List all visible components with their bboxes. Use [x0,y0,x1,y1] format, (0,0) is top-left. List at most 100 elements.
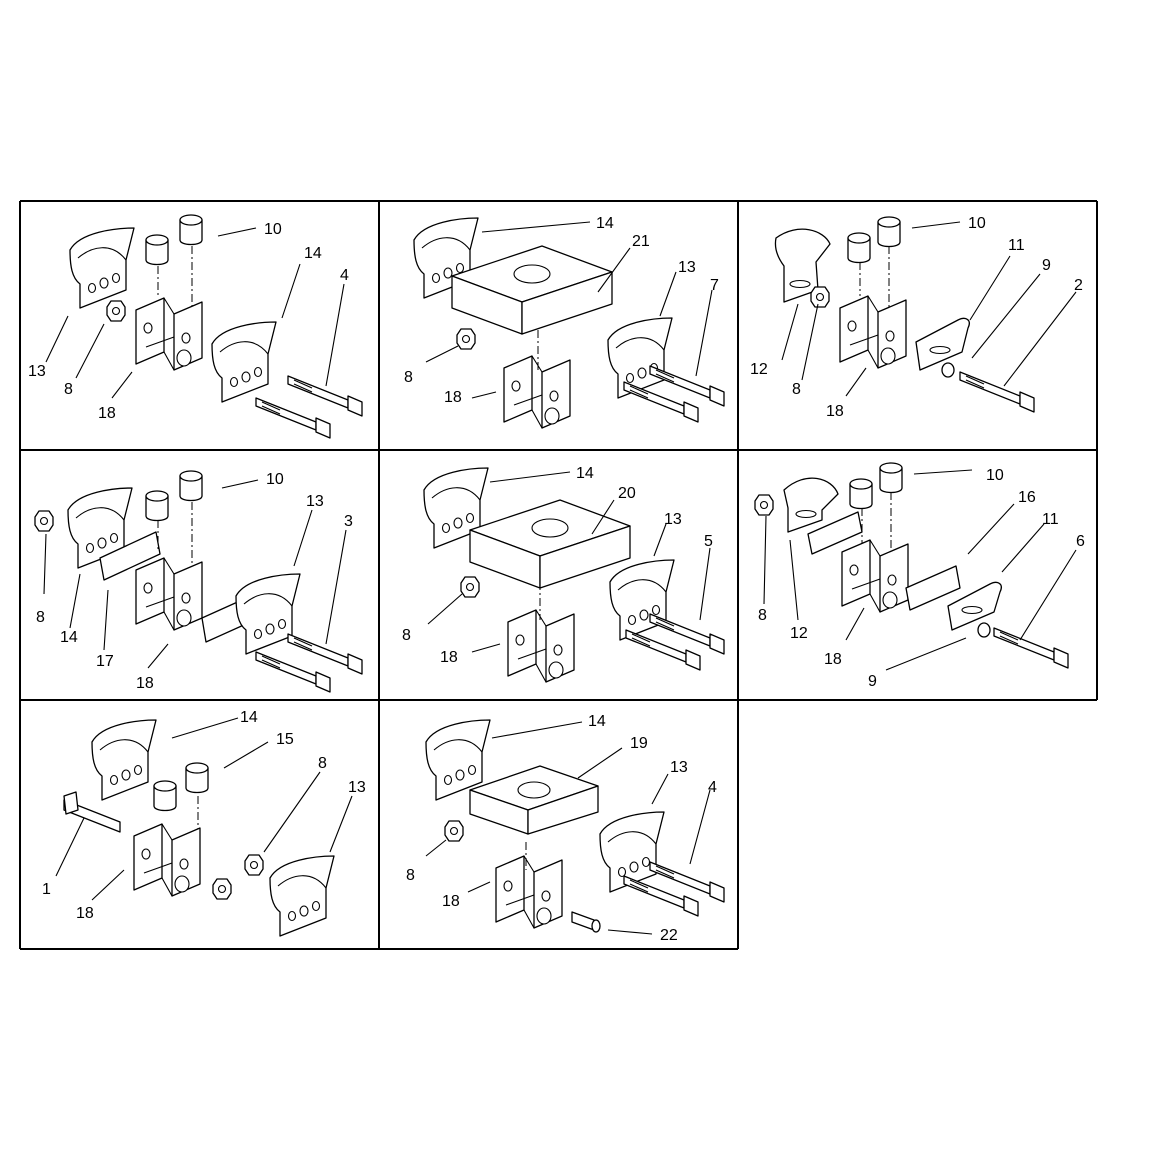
crossbar-part-21 [451,245,613,335]
pin-part-22 [571,911,595,931]
spacer-part [847,232,871,264]
callout-13: 13 [664,511,682,528]
clevis-part-18 [135,557,203,631]
callout-9: 9 [1042,257,1051,274]
panel-3: 10 11 9 2 12 8 18 [750,215,1083,420]
callout-8: 8 [402,627,411,644]
cradle-part-13 [269,855,335,937]
nut-part-8 [754,494,774,516]
callout-22: 22 [660,927,678,944]
callout-3: 3 [344,513,353,530]
callout-19: 19 [630,735,648,752]
nut-part-8 [244,854,264,876]
washer-part-9 [941,362,955,378]
callout-6: 6 [1076,533,1085,550]
panel-8: 14 19 13 4 8 18 22 [406,713,725,944]
callout-13: 13 [670,759,688,776]
clevis-part-18 [135,297,203,371]
quadrant-part-12 [783,477,839,533]
callout-14: 14 [304,245,322,262]
bolt-part [255,651,331,693]
callout-8: 8 [406,867,415,884]
panel-2: 14 21 13 7 8 18 [404,215,725,429]
callout-21: 21 [632,233,650,250]
nut-part-8 [810,286,830,308]
callout-14: 14 [576,465,594,482]
callout-12: 12 [750,361,768,378]
adjuster-part-11 [915,317,970,371]
callout-18: 18 [98,405,116,422]
callout-14: 14 [240,709,258,726]
bolt-part-2 [959,371,1035,413]
cradle-part-13 [69,227,135,309]
callout-14: 14 [596,215,614,232]
nut-part-8 [106,300,126,322]
spacer-part [145,490,169,522]
nut-part [212,878,232,900]
nut-part-8 [460,576,480,598]
callout-12: 12 [790,625,808,642]
spacer-part [145,234,169,266]
nut-part-8 [456,328,476,350]
spacer-part-10 [179,470,203,502]
callout-18: 18 [826,403,844,420]
callout-15: 15 [276,731,294,748]
shim-part-16 [905,565,961,611]
clevis-part-18 [503,355,571,429]
callout-10: 10 [264,221,282,238]
panel-grid [19,200,1098,950]
callout-18: 18 [444,389,462,406]
panel-6: 10 16 11 6 8 12 18 9 [754,462,1085,690]
callout-11: 11 [1008,237,1025,254]
callout-20: 20 [618,485,636,502]
panel-5: 14 20 13 5 8 18 [402,465,725,683]
callout-7: 7 [710,277,719,294]
callout-13: 13 [28,363,46,380]
callout-9: 9 [868,673,877,690]
clevis-part-18 [133,823,201,897]
callout-14: 14 [60,629,78,646]
clevis-part-18 [841,539,909,613]
spacer-part-10 [179,214,203,246]
callout-5: 5 [704,533,713,550]
callout-10: 10 [986,467,1004,484]
bolt-part-3 [287,633,363,675]
callout-8: 8 [318,755,327,772]
washer-part-9 [977,622,991,638]
clevis-part-18 [495,855,563,929]
callout-17: 17 [96,653,114,670]
bolt-part-6 [993,627,1069,669]
callout-18: 18 [824,651,842,668]
callout-13: 13 [306,493,324,510]
spacer-part [153,780,177,812]
cradle-part-13 [607,317,673,399]
callout-8: 8 [36,609,45,626]
callout-18: 18 [136,675,154,692]
callout-4: 4 [340,267,349,284]
bolt-part-4 [287,375,363,417]
clevis-part-18 [507,609,575,683]
callout-18: 18 [442,893,460,910]
callout-13: 13 [678,259,696,276]
callout-14: 14 [588,713,606,730]
callout-10: 10 [266,471,284,488]
callout-10: 10 [968,215,986,232]
callout-18: 18 [440,649,458,666]
panel-1: 10 14 4 13 8 18 [28,214,363,439]
spacer-part-10 [879,462,903,494]
panel-4: 10 13 3 8 14 17 18 [34,470,363,693]
callout-11: 11 [1042,511,1059,528]
clevis-part-18 [839,295,907,369]
spacer-part [849,478,873,510]
spacer-part-10 [877,216,901,248]
spacer-part-15 [185,762,209,794]
quadrant-part-12 [774,228,831,303]
callout-8: 8 [64,381,73,398]
nut-part-8 [444,820,464,842]
cradle-part-14 [91,719,157,801]
panel-7: 14 15 8 13 1 18 [42,709,366,937]
callout-2: 2 [1074,277,1083,294]
cradle-part-14 [211,321,277,403]
callout-8: 8 [758,607,767,624]
bolt-part [255,397,331,439]
